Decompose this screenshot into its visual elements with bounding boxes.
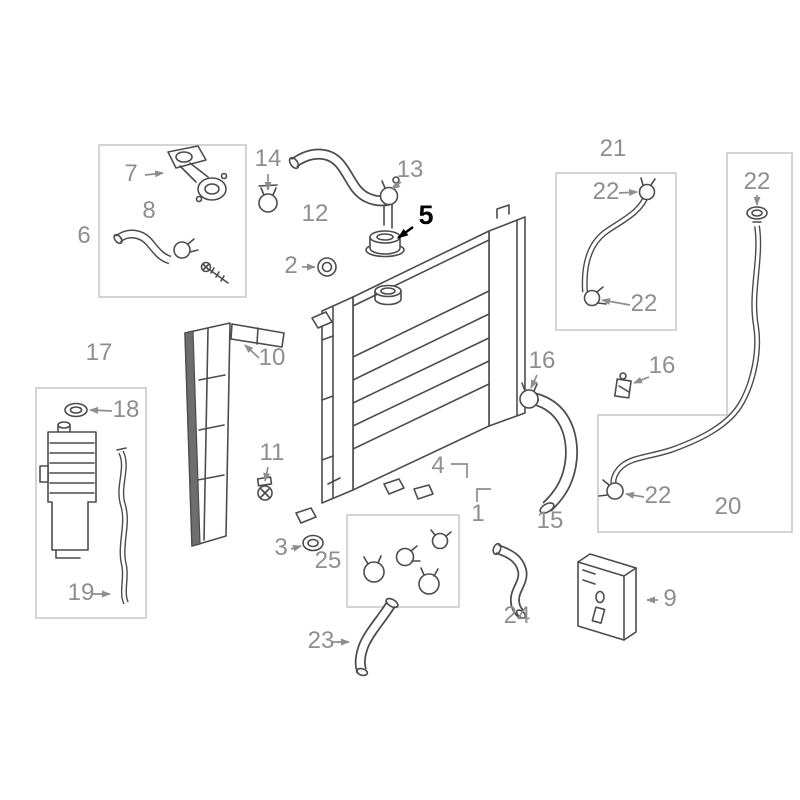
callout-14-label[interactable]: 14 — [255, 145, 282, 172]
hose-23-drawing[interactable] — [354, 597, 400, 677]
hose-clamp-22-lower-drawing[interactable] — [606, 482, 624, 500]
callout-arrow-3 — [290, 544, 302, 552]
callout-9-label[interactable]: 9 — [663, 585, 676, 612]
air-deflector-10-drawing[interactable] — [184, 322, 285, 547]
callout-21-label[interactable]: 21 — [600, 135, 627, 162]
callout-labels-layer: 7 14 12 13 5 2 6 8 21 22 22 22 17 10 16 16 18 11 41 15 22 20 3… — [68, 135, 771, 654]
callout-19-label[interactable]: 19 — [68, 579, 95, 606]
callout-13-label[interactable]: 13 — [397, 156, 424, 183]
long-hose-20-drawing[interactable] — [598, 225, 762, 500]
callout-arrow-13 — [391, 181, 402, 190]
reservoir-cap-18-drawing[interactable] — [64, 402, 88, 418]
leader-line-1 — [476, 488, 491, 502]
grommet-3-drawing[interactable] — [302, 534, 324, 552]
callout-arrow-22 — [618, 188, 638, 196]
callout-22-label[interactable]: 22 — [593, 178, 620, 205]
callout-22-label[interactable]: 22 — [631, 290, 658, 317]
callout-17-label[interactable]: 17 — [86, 339, 113, 366]
hose-24-drawing[interactable] — [492, 542, 528, 620]
radiator-assembly-drawing[interactable] — [311, 203, 526, 504]
group-box-20 — [597, 152, 793, 533]
callout-12-label[interactable]: 12 — [302, 200, 329, 227]
callout-22-label[interactable]: 22 — [744, 168, 771, 195]
group-box-25 — [346, 514, 460, 608]
group-box-6 — [98, 144, 247, 298]
callout-16-label[interactable]: 16 — [529, 347, 556, 374]
bracket-9-drawing[interactable] — [577, 553, 637, 641]
callout-6-label[interactable]: 6 — [77, 222, 90, 249]
grommet-2-drawing[interactable] — [317, 257, 337, 277]
callout-16-label[interactable]: 16 — [649, 352, 676, 379]
callout-24-label[interactable]: 24 — [504, 602, 531, 629]
callout-8-label[interactable]: 8 — [142, 197, 155, 224]
callout-3-label[interactable]: 3 — [274, 534, 287, 561]
callout-4-label[interactable]: 4 — [431, 452, 444, 479]
bracket-16-drawing[interactable] — [614, 372, 632, 399]
upper-hose-12-drawing[interactable] — [288, 148, 391, 207]
callout-22-label[interactable]: 22 — [645, 482, 672, 509]
callout-arrow-16 — [530, 374, 538, 389]
callout-arrow-22 — [625, 491, 645, 499]
water-outlet-7-drawing[interactable] — [167, 145, 228, 203]
callout-arrow-11 — [263, 466, 271, 482]
reservoir-tank-17-drawing[interactable] — [39, 421, 97, 559]
callout-18-label[interactable]: 18 — [113, 396, 140, 423]
radiator-cap-part-5-drawing[interactable] — [365, 230, 405, 258]
hose-21-drawing[interactable] — [581, 177, 656, 307]
callout-arrow-5 — [397, 226, 414, 239]
hose-clamp-22-top-drawing[interactable] — [638, 183, 656, 201]
hose-clamp-22-bottom-drawing[interactable] — [583, 289, 601, 307]
lower-hose-15-drawing[interactable] — [523, 391, 578, 516]
callout-10-label[interactable]: 10 — [259, 344, 286, 371]
callout-arrow-7 — [144, 170, 164, 178]
callout-20-label[interactable]: 20 — [715, 493, 742, 520]
hose-clamp-14-drawing[interactable] — [258, 184, 278, 213]
callout-25-label[interactable]: 25 — [315, 547, 342, 574]
callout-5-label[interactable]: 5 — [418, 200, 433, 230]
callout-7-label[interactable]: 7 — [124, 160, 137, 187]
callout-2-label[interactable]: 2 — [284, 252, 297, 279]
heater-hose-8-drawing[interactable] — [112, 229, 229, 284]
drain-cap-22-drawing[interactable] — [746, 206, 768, 223]
lower-mount-brackets-drawing — [295, 478, 434, 524]
callout-1-label[interactable]: 1 — [471, 500, 484, 527]
group-box-17 — [35, 387, 147, 619]
callout-23-label[interactable]: 23 — [308, 627, 335, 654]
group-box-21 — [555, 172, 677, 331]
callout-arrow-22 — [601, 297, 631, 306]
callout-arrow-10 — [244, 344, 260, 359]
leader-line-4 — [451, 463, 468, 478]
group-boxes — [35, 144, 793, 619]
callout-arrow-18 — [89, 406, 113, 414]
callout-arrow-16 — [633, 376, 650, 384]
callout-15-label[interactable]: 15 — [537, 507, 564, 534]
hose-clamp-16-drawing[interactable] — [519, 382, 539, 409]
clamp-set-25-drawing[interactable] — [363, 529, 452, 595]
reservoir-hose-19-drawing[interactable] — [116, 447, 129, 605]
callout-11-label[interactable]: 11 — [260, 439, 285, 466]
